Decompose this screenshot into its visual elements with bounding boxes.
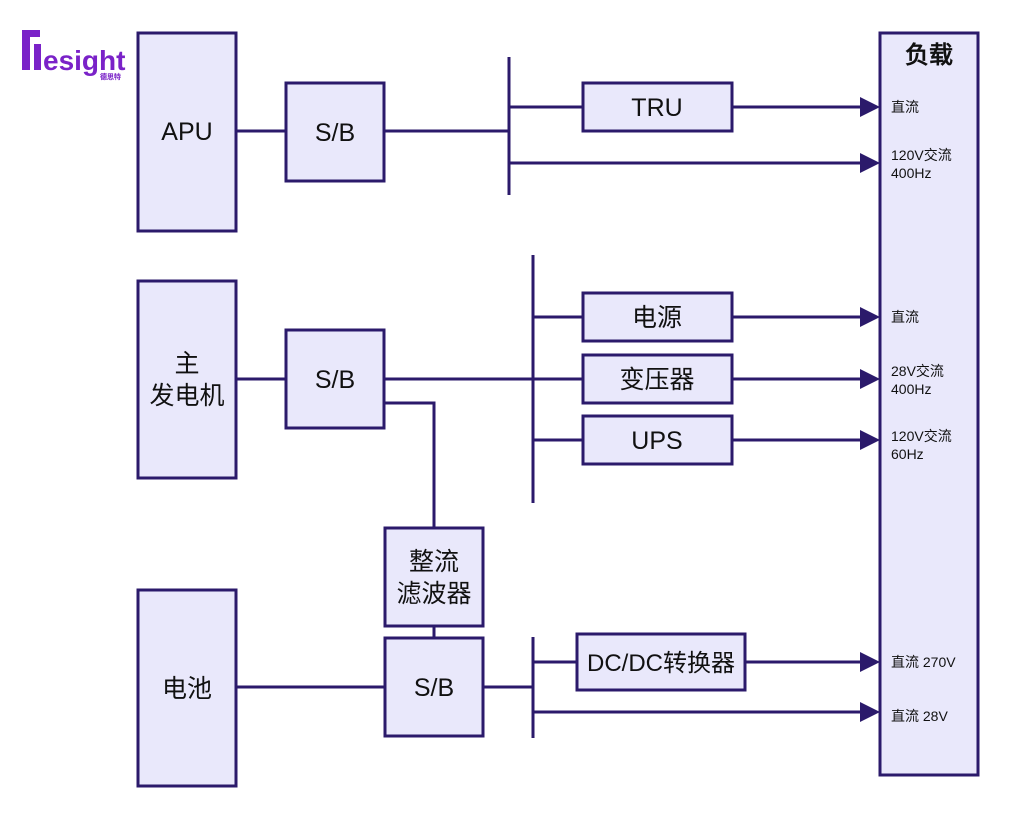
main-generator-label-line2: 发电机 [149, 382, 224, 410]
power-supply-box [581, 291, 734, 343]
tru-label: TRU [631, 94, 682, 122]
battery-label: 电池 [162, 675, 212, 703]
arrow-dc-power-supply [860, 307, 880, 327]
load-output-label-line2: 400Hz [891, 165, 931, 181]
power-supply-label: 电源 [632, 304, 682, 332]
rectifier-label-line1: 整流 [409, 548, 459, 576]
sb-label-battery: S/B [414, 674, 454, 702]
rectifier-filter-box [383, 526, 485, 628]
rectifier-label-line2: 滤波器 [396, 580, 471, 608]
logo-mark-stem [34, 44, 41, 70]
ups-box [581, 414, 734, 466]
load-output-label: 直流 28V [891, 708, 948, 724]
apu-box [136, 31, 238, 233]
wire-sb-generator-rectifier [384, 401, 436, 528]
arrow-ac120-60 [860, 430, 880, 450]
logo-mark-top [22, 30, 40, 37]
arrow-dc-apu [860, 97, 880, 117]
battery-box [136, 588, 238, 788]
dcdc-converter-label: DC/DC转换器 [587, 650, 735, 677]
main-generator-box [136, 279, 238, 480]
main-generator-label-line1: 主 [174, 350, 199, 378]
transformer-box [581, 353, 734, 405]
load-output-label: 28V交流 [891, 363, 944, 379]
arrow-ac28-400 [860, 369, 880, 389]
brand-logo: esight 德思特 [22, 30, 125, 81]
sb-label-generator: S/B [315, 366, 355, 394]
apu-label: APU [161, 118, 212, 146]
load-output-label: 直流 270V [891, 654, 956, 670]
load-output-label: 120V交流 [891, 428, 952, 444]
load-output-label-line2: 60Hz [891, 446, 924, 462]
load-output-label: 120V交流 [891, 147, 952, 163]
arrow-ac120-400 [860, 153, 880, 173]
load-output-label: 直流 [891, 99, 919, 115]
tru-box [581, 81, 734, 133]
arrow-dc270 [860, 652, 880, 672]
sb-label-apu: S/B [315, 119, 355, 147]
ups-label: UPS [631, 427, 682, 455]
logo-mark-left [22, 30, 30, 70]
arrow-dc28 [860, 702, 880, 722]
load-output-label: 直流 [891, 309, 919, 325]
logo-text: esight [43, 45, 125, 76]
load-box [878, 31, 980, 777]
load-title: 负载 [905, 42, 953, 69]
transformer-label: 变压器 [619, 366, 694, 394]
logo-subtext: 德思特 [100, 72, 121, 81]
load-output-label-line2: 400Hz [891, 381, 931, 397]
